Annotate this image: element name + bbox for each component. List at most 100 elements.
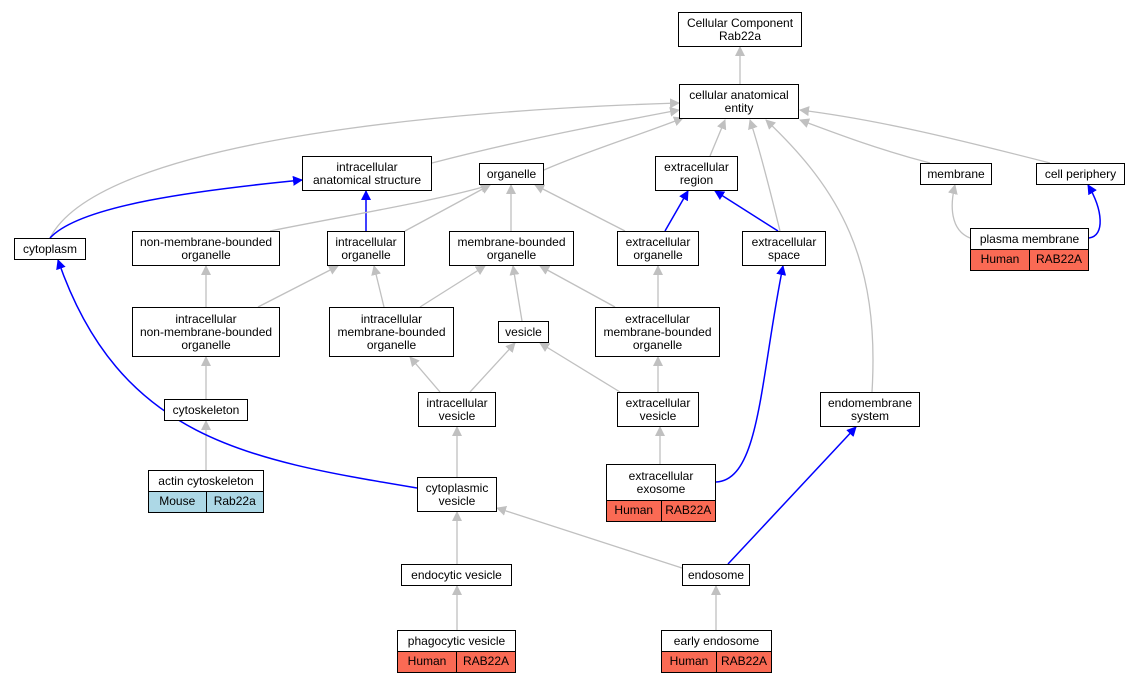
node-intracellular-membrane-bounded-organelle[interactable]: intracellular membrane-bounded organelle [329, 307, 454, 357]
edge-inmbo-to-intra-org [257, 265, 339, 308]
edge-cytoplasm-to-cae [49, 98, 680, 239]
edge-extra-org-to-organelle [534, 184, 626, 232]
node-cell-periphery[interactable]: cell periphery [1036, 163, 1125, 185]
node-endosome[interactable]: endosome [682, 564, 750, 586]
node-cytoplasm[interactable]: cytoplasm [14, 238, 86, 260]
node-label: cytoskeleton [172, 402, 240, 417]
edge-exosome-to-extra-space [715, 265, 787, 483]
node-label: extracellular exosome [628, 468, 694, 496]
node-label: Cellular Component Rab22a [686, 15, 794, 43]
node-label: intracellular membrane-bounded organelle [337, 311, 446, 352]
node-label: endosome [687, 567, 745, 582]
node-label: early endosome [673, 633, 760, 648]
species-cell: Human [971, 250, 1029, 270]
species-cell: Human [398, 652, 456, 672]
annotation-actin-cytoskeleton: Mouse Rab22a [148, 491, 264, 513]
edge-extra-region-to-cae [709, 119, 727, 157]
node-label: cellular anatomical entity [689, 87, 789, 115]
node-cellular-component[interactable]: Cellular Component Rab22a [678, 12, 802, 47]
annotation-early-endosome: Human RAB22A [661, 651, 772, 673]
edge-membrane-to-cae [799, 118, 931, 164]
edge-vesicle-to-mbo [509, 265, 523, 322]
node-label: extracellular vesicle [625, 395, 691, 423]
node-cytoplasmic-vesicle[interactable]: cytoplasmic vesicle [417, 477, 497, 512]
gene-cell: RAB22A [716, 652, 771, 672]
node-actin-cytoskeleton[interactable]: actin cytoskeleton [148, 470, 264, 492]
node-extracellular-region[interactable]: extracellular region [655, 156, 738, 191]
species-cell: Human [662, 652, 716, 672]
edge-extra-space-to-extra-region [714, 190, 779, 232]
node-plasma-membrane[interactable]: plasma membrane [970, 228, 1089, 250]
node-extracellular-space[interactable]: extracellular space [742, 231, 826, 266]
node-extracellular-membrane-bounded-organelle[interactable]: extracellular membrane-bounded organelle [595, 307, 720, 357]
node-intracellular-anatomical-structure[interactable]: intracellular anatomical structure [302, 156, 432, 191]
node-extracellular-vesicle[interactable]: extracellular vesicle [617, 392, 699, 427]
gene-cell: RAB22A [660, 501, 715, 521]
node-label: intracellular non-membrane-bounded organ… [139, 311, 273, 352]
node-intracellular-non-membrane-bounded-organelle[interactable]: intracellular non-membrane-bounded organ… [132, 307, 280, 357]
edge-extra-space-to-cae [748, 119, 781, 232]
edge-extra-org-to-extra-region [664, 190, 689, 232]
node-intracellular-vesicle[interactable]: intracellular vesicle [418, 392, 496, 427]
gene-cell: RAB22A [456, 652, 515, 672]
edge-endomembrane-to-cae [765, 119, 874, 393]
edge-imbo-to-mbo [419, 265, 486, 308]
gene-cell: Rab22a [205, 492, 263, 512]
node-label: non-membrane-bounded organelle [139, 234, 273, 262]
node-early-endosome[interactable]: early endosome [661, 630, 772, 652]
edge-endosome-to-cv [496, 506, 683, 569]
edge-pm-to-membrane [947, 184, 971, 239]
annotation-plasma-membrane: Human RAB22A [970, 249, 1089, 271]
node-label: phagocytic vesicle [407, 633, 506, 648]
node-membrane[interactable]: membrane [920, 163, 992, 185]
node-non-membrane-bounded-organelle[interactable]: non-membrane-bounded organelle [132, 231, 280, 266]
edge-periphery-to-cae [799, 106, 1051, 164]
node-label: extracellular membrane-bounded organelle [603, 311, 712, 352]
node-label: intracellular anatomical structure [312, 159, 422, 187]
node-label: endomembrane system [827, 395, 913, 423]
edge-organelle-to-cae [543, 116, 684, 171]
node-extracellular-organelle[interactable]: extracellular organelle [617, 231, 699, 266]
edge-pm-to-periphery [1087, 184, 1101, 239]
node-label: vesicle [505, 324, 542, 339]
node-vesicle[interactable]: vesicle [498, 321, 549, 343]
node-membrane-bounded-organelle[interactable]: membrane-bounded organelle [449, 231, 574, 266]
node-label: membrane [927, 166, 985, 181]
node-organelle[interactable]: organelle [479, 163, 544, 185]
node-label: extracellular space [751, 234, 817, 262]
node-label: intracellular vesicle [426, 395, 488, 423]
edge-embo-to-mbo [539, 265, 616, 308]
edge-imbo-to-intra-org [371, 265, 385, 308]
species-cell: Human [607, 501, 661, 521]
node-label: plasma membrane [979, 231, 1080, 246]
node-phagocytic-vesicle[interactable]: phagocytic vesicle [397, 630, 516, 652]
annotation-phagocytic-vesicle: Human RAB22A [397, 651, 516, 673]
node-label: endocytic vesicle [411, 567, 502, 582]
node-intracellular-organelle[interactable]: intracellular organelle [327, 231, 405, 266]
edge-endosome-to-endomembrane [727, 426, 857, 565]
annotation-extracellular-exosome: Human RAB22A [606, 500, 716, 522]
node-label: cell periphery [1044, 166, 1117, 181]
edge-ev-to-vesicle [539, 342, 621, 393]
node-label: actin cytoskeleton [158, 473, 254, 488]
species-cell: Mouse [149, 492, 206, 512]
node-label: intracellular organelle [335, 234, 397, 262]
edge-cv-to-cytoplasm [56, 259, 418, 489]
node-label: organelle [486, 166, 537, 181]
node-endocytic-vesicle[interactable]: endocytic vesicle [401, 564, 512, 586]
node-cytoskeleton[interactable]: cytoskeleton [164, 399, 248, 421]
node-extracellular-exosome[interactable]: extracellular exosome [606, 464, 716, 501]
node-endomembrane-system[interactable]: endomembrane system [820, 392, 920, 427]
edge-cytoplasm-to-ias [49, 175, 303, 239]
edges-layer [49, 46, 1101, 630]
edge-iv-to-imbo [409, 356, 441, 393]
node-label: extracellular organelle [625, 234, 691, 262]
node-label: extracellular region [664, 159, 729, 187]
node-label: cytoplasmic vesicle [425, 480, 489, 508]
node-label: cytoplasm [22, 241, 78, 256]
edge-iv-to-vesicle [469, 342, 516, 393]
node-label: membrane-bounded organelle [457, 234, 566, 262]
node-cellular-anatomical-entity[interactable]: cellular anatomical entity [679, 84, 799, 119]
gene-cell: RAB22A [1029, 250, 1088, 270]
